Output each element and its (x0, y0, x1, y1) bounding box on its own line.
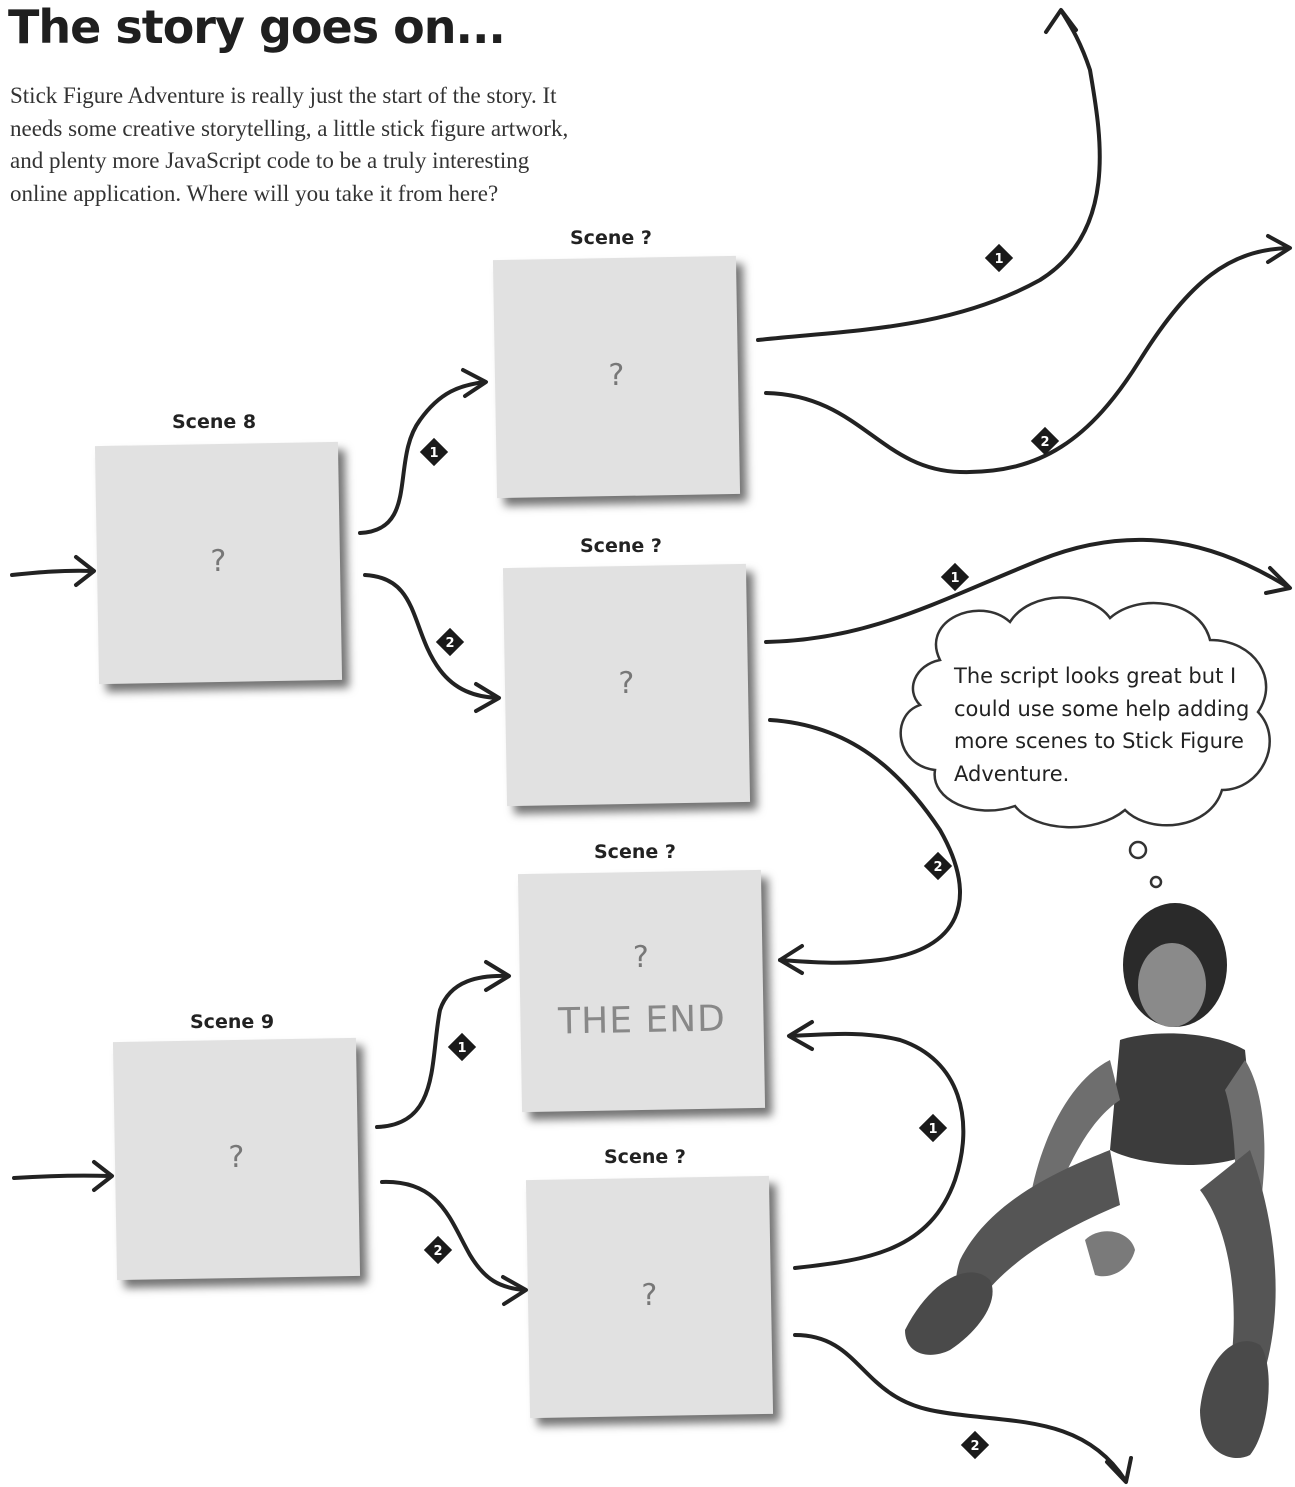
svg-text:1: 1 (950, 571, 959, 586)
badge-choice2-icon: 2 (961, 1431, 989, 1459)
badge-choice1-icon: 1 (448, 1033, 476, 1061)
badge-choice2-icon: 2 (924, 852, 952, 880)
badge-choice2-icon: 2 (424, 1236, 452, 1264)
arrow-a-choice1 (758, 12, 1100, 340)
badge-choice2-icon: 2 (436, 628, 464, 656)
badge-choice1-icon: 1 (941, 563, 969, 591)
thought-bubble-text: The script looks great but I could use s… (954, 660, 1254, 790)
arrow-s9-choice1 (377, 976, 508, 1127)
arrow-a-choice2 (766, 248, 1288, 472)
svg-text:2: 2 (933, 860, 942, 875)
arrow-s8-choice1 (360, 382, 485, 533)
arrow-c-choice1 (790, 1034, 963, 1268)
arrow-s9-choice2 (382, 1182, 525, 1290)
badge-choice1-icon: 1 (919, 1114, 947, 1142)
arrow-c-choice2 (795, 1335, 1125, 1480)
svg-text:2: 2 (970, 1439, 979, 1454)
svg-text:2: 2 (433, 1244, 442, 1259)
person-photo (905, 903, 1276, 1458)
svg-text:1: 1 (457, 1041, 466, 1056)
svg-text:1: 1 (429, 446, 438, 461)
svg-text:1: 1 (994, 252, 1003, 267)
svg-text:1: 1 (928, 1122, 937, 1137)
svg-text:2: 2 (1040, 435, 1049, 450)
badge-choice1-icon: 1 (985, 244, 1013, 272)
badge-choice1-icon: 1 (420, 438, 448, 466)
arrow-into-scene-9 (14, 1176, 110, 1178)
svg-text:2: 2 (445, 636, 454, 651)
arrow-into-scene-8 (12, 571, 92, 575)
arrow-s8-choice2 (365, 575, 498, 698)
